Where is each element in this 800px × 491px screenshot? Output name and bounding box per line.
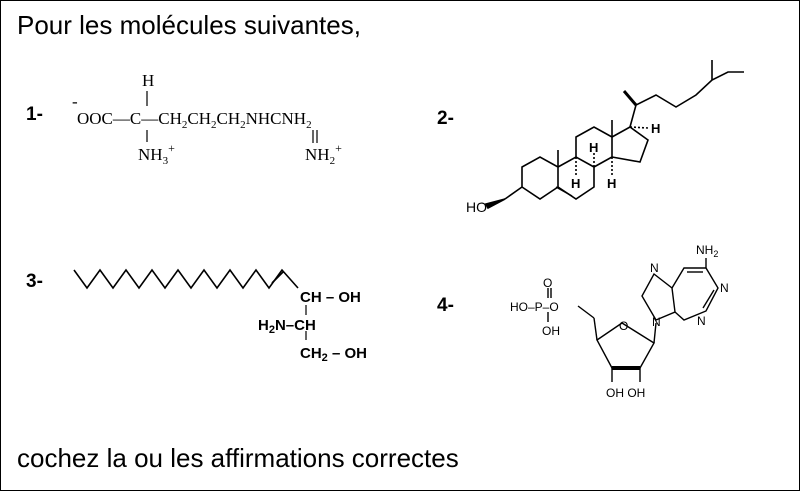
molecule-4-n-label: N: [650, 261, 659, 275]
question-title: Pour les molécules suivantes,: [17, 10, 361, 40]
molecule-2-h-label: H: [571, 176, 580, 191]
molecule-4-structure: [547, 258, 719, 382]
molecule-4-n-label: N: [652, 315, 661, 329]
molecule-3-ch2-oh: CH2 – OH: [300, 345, 367, 364]
molecule-1-minus: -: [72, 92, 78, 111]
molecule-4-n-label: N: [720, 281, 729, 295]
molecule-1-nh2: NH2+: [305, 141, 342, 167]
molecule-1-number: 1-: [26, 104, 43, 125]
question-footer: cochez la ou les affirmations correctes: [17, 443, 459, 473]
molecule-4-ho-p: HO–P–O: [510, 300, 559, 314]
molecule-3-h2n-ch: H2N–CH: [258, 317, 316, 336]
molecule-4-phosphate-o: O: [543, 276, 552, 290]
molecule-2-h-label: H: [589, 140, 598, 155]
molecule-4-ring-o: O: [619, 319, 628, 333]
molecule-4-nh2: NH2: [696, 243, 718, 259]
molecule-4-n-label: N: [697, 314, 706, 328]
molecule-3-number: 3-: [26, 271, 43, 292]
molecule-2-ho: HO: [466, 199, 487, 215]
molecule-3-ch-oh: CH – OH: [300, 289, 361, 306]
molecule-4-p-oh: OH: [542, 324, 560, 338]
molecule-1-nh3: NH3+: [138, 141, 175, 167]
molecule-4-ribose-oh: OH OH: [606, 386, 645, 400]
molecule-1-h-top: H: [142, 71, 154, 90]
molecule-4-number: 4-: [437, 295, 454, 316]
molecule-2-number: 2-: [437, 108, 454, 129]
molecule-1-structure: H - OOC—C—CH2CH2CH2NHCNH2 NH3+ NH2+: [72, 71, 342, 167]
molecule-1-chain: OOC—C—CH2CH2CH2NHCNH2: [77, 109, 312, 131]
molecule-2-structure: [484, 60, 744, 210]
molecule-2-h-label: H: [651, 121, 660, 136]
molecule-3-structure: [73, 268, 307, 340]
molecule-2-h-label: H: [607, 176, 616, 191]
